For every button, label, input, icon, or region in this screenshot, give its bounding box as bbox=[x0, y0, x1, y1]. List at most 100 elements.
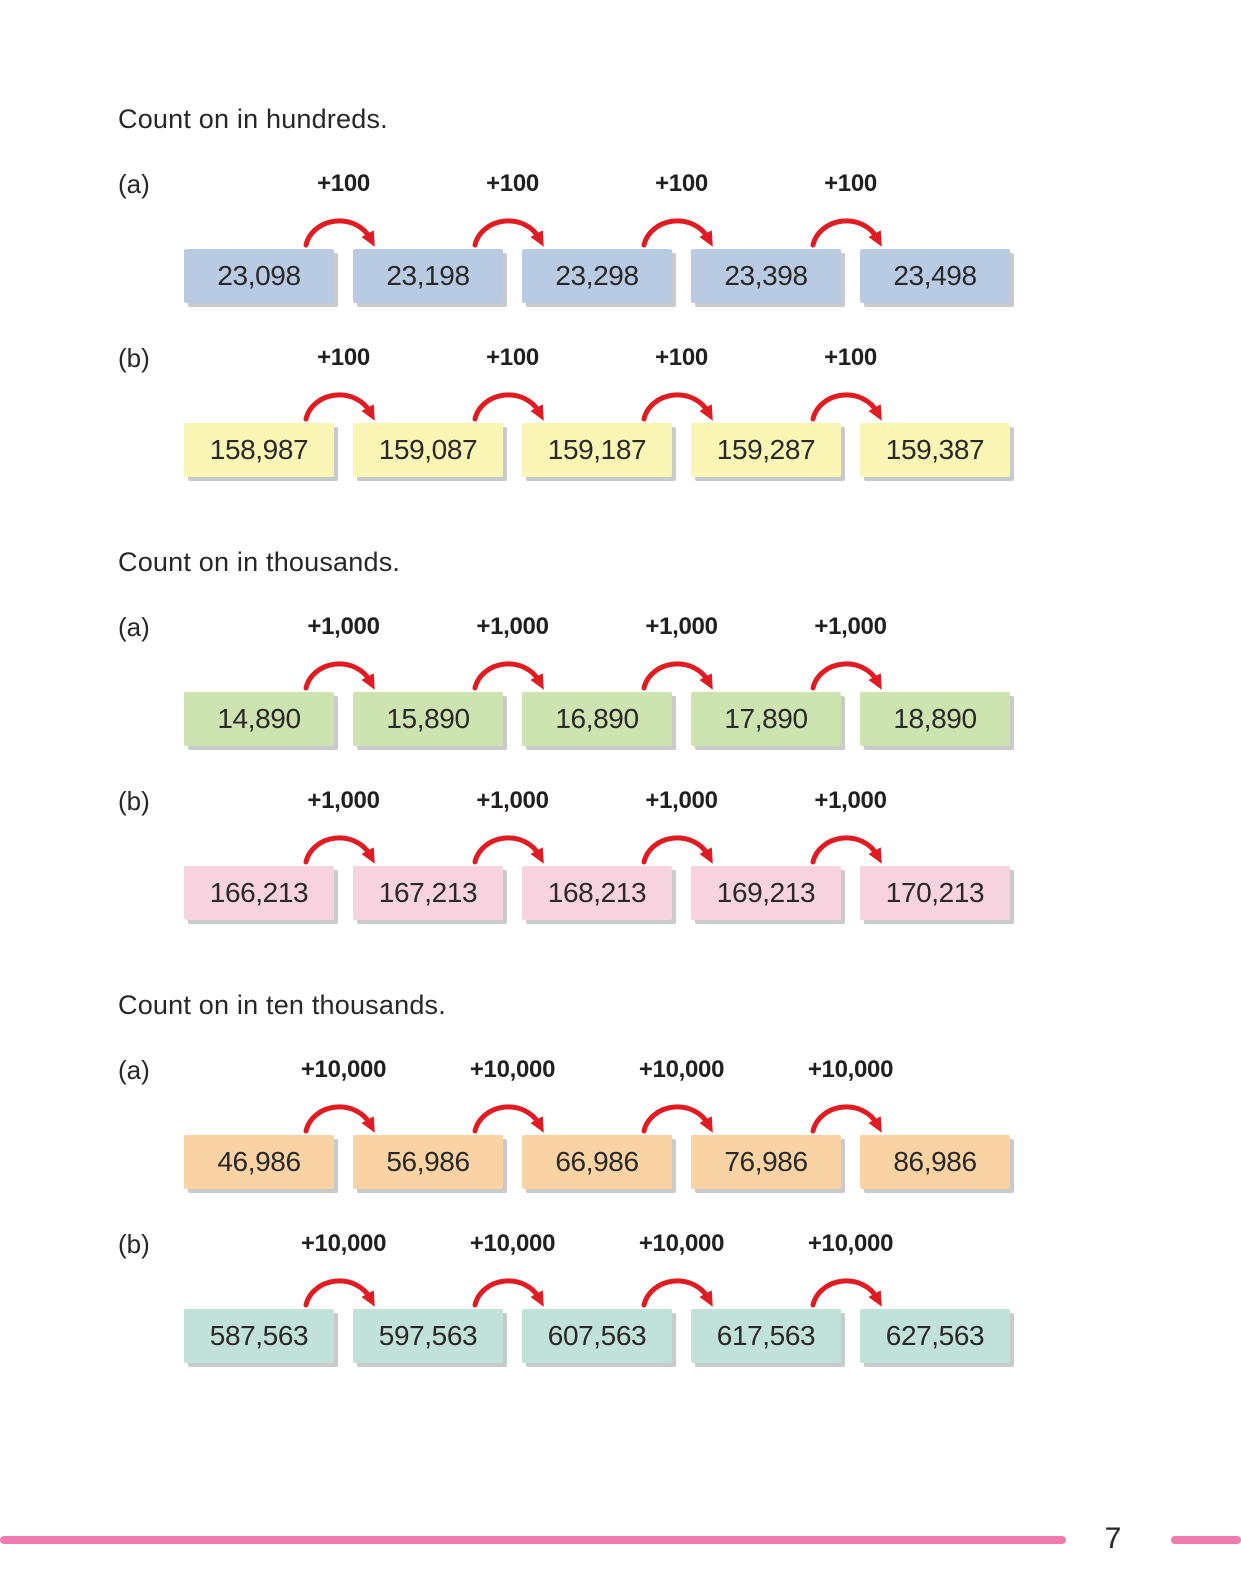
increment-arrow-unit: +100 bbox=[622, 343, 742, 423]
curved-arrow-icon bbox=[810, 392, 882, 422]
number-box: 18,890 bbox=[860, 692, 1010, 746]
curved-arrow-icon bbox=[472, 218, 544, 248]
increment-arrow-unit: +10,000 bbox=[791, 1229, 911, 1309]
increment-label: +1,000 bbox=[307, 613, 380, 640]
row-label: (a) bbox=[118, 612, 150, 642]
increment-label: +100 bbox=[655, 170, 708, 197]
increment-arrow-unit: +100 bbox=[622, 169, 742, 249]
number-box: 617,563 bbox=[691, 1309, 841, 1363]
increment-label: +100 bbox=[486, 344, 539, 371]
curved-arrow-icon bbox=[303, 661, 375, 691]
number-box: 23,498 bbox=[860, 249, 1010, 303]
curved-arrow-icon bbox=[641, 392, 713, 422]
number-value: 627,563 bbox=[885, 1320, 985, 1351]
number-value: 76,986 bbox=[724, 1146, 808, 1177]
increment-label: +1,000 bbox=[814, 613, 887, 640]
increment-arrow-unit: +10,000 bbox=[791, 1055, 911, 1135]
increment-arrow-unit: +100 bbox=[791, 169, 911, 249]
increment-label: +10,000 bbox=[638, 1056, 725, 1083]
arrows-layer: +100 +100 +100 +100 bbox=[184, 169, 1010, 249]
increment-arrow-unit: +100 bbox=[453, 343, 573, 423]
increment-label: +10,000 bbox=[638, 1230, 725, 1257]
number-value: 168,213 bbox=[547, 877, 647, 908]
number-value: 166,213 bbox=[209, 877, 309, 908]
number-box: 76,986 bbox=[691, 1135, 841, 1189]
row-label: (b) bbox=[118, 1229, 150, 1259]
curved-arrow-icon bbox=[810, 218, 882, 248]
number-box: 168,213 bbox=[522, 866, 672, 920]
number-value: 159,087 bbox=[378, 434, 478, 465]
increment-label: +10,000 bbox=[469, 1230, 556, 1257]
increment-arrow-unit: +1,000 bbox=[453, 612, 573, 692]
increment-label: +100 bbox=[824, 344, 877, 371]
footer-rule-right bbox=[1171, 1536, 1241, 1544]
number-box: 587,563 bbox=[184, 1309, 334, 1363]
number-value: 16,890 bbox=[555, 703, 639, 734]
number-box: 159,387 bbox=[860, 423, 1010, 477]
number-box: 167,213 bbox=[353, 866, 503, 920]
curved-arrow-icon bbox=[641, 661, 713, 691]
number-box: 17,890 bbox=[691, 692, 841, 746]
arrows-layer: +10,000+10,000+10,000+10,000 bbox=[184, 1229, 1010, 1309]
curved-arrow-icon bbox=[303, 1278, 375, 1308]
curved-arrow-icon bbox=[641, 835, 713, 865]
number-value: 159,387 bbox=[885, 434, 985, 465]
number-value: 23,398 bbox=[724, 260, 808, 291]
curved-arrow-icon bbox=[810, 1104, 882, 1134]
arrows-layer: +100 +100 +100 +100 bbox=[184, 343, 1010, 423]
number-value: 23,298 bbox=[555, 260, 639, 291]
curved-arrow-icon bbox=[472, 835, 544, 865]
increment-label: +1,000 bbox=[814, 787, 887, 814]
number-value: 617,563 bbox=[716, 1320, 816, 1351]
increment-arrow-unit: +100 bbox=[284, 343, 404, 423]
increment-arrow-unit: +10,000 bbox=[284, 1055, 404, 1135]
number-box: 607,563 bbox=[522, 1309, 672, 1363]
increment-arrow-unit: +1,000 bbox=[284, 612, 404, 692]
number-box: 23,398 bbox=[691, 249, 841, 303]
row-label: (b) bbox=[118, 343, 150, 373]
number-box: 23,298 bbox=[522, 249, 672, 303]
number-box: 166,213 bbox=[184, 866, 334, 920]
sequence-row: (b) +100 +100 +100 +100 158,987 159,087 159,187… bbox=[118, 343, 1068, 477]
curved-arrow-icon bbox=[303, 392, 375, 422]
increment-arrow-unit: +10,000 bbox=[622, 1055, 742, 1135]
increment-arrow-unit: +100 bbox=[453, 169, 573, 249]
increment-label: +1,000 bbox=[476, 613, 549, 640]
number-value: 15,890 bbox=[386, 703, 470, 734]
curved-arrow-icon bbox=[303, 1104, 375, 1134]
number-value: 18,890 bbox=[893, 703, 977, 734]
curved-arrow-icon bbox=[303, 835, 375, 865]
number-value: 23,098 bbox=[217, 260, 301, 291]
increment-arrow-unit: +10,000 bbox=[453, 1055, 573, 1135]
increment-arrow-unit: +1,000 bbox=[284, 786, 404, 866]
row-label: (a) bbox=[118, 1055, 150, 1085]
number-value: 167,213 bbox=[378, 877, 478, 908]
increment-label: +1,000 bbox=[307, 787, 380, 814]
increment-arrow-unit: +100 bbox=[284, 169, 404, 249]
increment-label: +1,000 bbox=[476, 787, 549, 814]
number-box: 23,098 bbox=[184, 249, 334, 303]
number-value: 158,987 bbox=[209, 434, 309, 465]
increment-arrow-unit: +1,000 bbox=[791, 612, 911, 692]
page-number: 7 bbox=[1104, 1522, 1122, 1555]
increment-arrow-unit: +100 bbox=[791, 343, 911, 423]
increment-arrow-unit: +1,000 bbox=[791, 786, 911, 866]
number-box: 159,087 bbox=[353, 423, 503, 477]
number-box: 159,187 bbox=[522, 423, 672, 477]
number-value: 56,986 bbox=[386, 1146, 470, 1177]
number-box: 66,986 bbox=[522, 1135, 672, 1189]
curved-arrow-icon bbox=[303, 218, 375, 248]
footer-rule-left bbox=[0, 1536, 1066, 1544]
number-value: 170,213 bbox=[885, 877, 985, 908]
section-heading: Count on in ten thousands. bbox=[118, 990, 446, 1020]
number-box: 169,213 bbox=[691, 866, 841, 920]
